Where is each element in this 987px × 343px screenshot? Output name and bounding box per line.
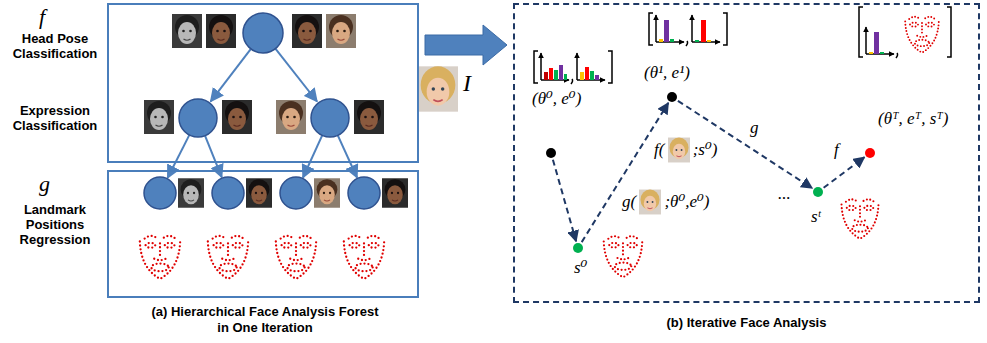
edge-label: g( ;θ⁰,e⁰) — [622, 190, 710, 214]
shape-dot: sᵗ — [813, 187, 823, 197]
state-label: (θ⁰, e⁰) — [532, 88, 581, 110]
block-arrow — [425, 25, 507, 65]
panel-caption: (a) Hierarchical Face Analysis Forest in… — [145, 304, 385, 336]
tree-node — [144, 13, 380, 209]
tree-branch — [168, 49, 357, 178]
state-label: sᵗ — [811, 206, 820, 228]
function-symbol: g — [39, 172, 50, 196]
stage-label: Head Pose Classification — [5, 31, 105, 61]
dashed-arrow — [824, 157, 865, 188]
dashed-arrow — [553, 160, 576, 242]
state-label: (θᵀ, eᵀ, sᵀ) — [878, 108, 949, 130]
final-dot: (θᵀ, eᵀ, sᵀ) — [865, 148, 875, 158]
state-dot: (θ¹, e¹) — [667, 92, 677, 102]
state-label: s⁰ — [574, 257, 587, 279]
stage-label: Landmark Positions Regression — [5, 202, 105, 247]
histogram-vector — [534, 51, 612, 84]
iteration-panel: (b) Iterative Face Analysis(θ⁰, e⁰)s⁰(θ¹… — [513, 3, 980, 303]
tree-panel: fHead Pose ClassificationExpression Clas… — [107, 3, 419, 163]
edge-label: g — [750, 116, 759, 140]
stage-label: Expression Classification — [5, 103, 105, 133]
face-photo — [144, 14, 458, 208]
histogram-vector — [649, 13, 727, 46]
dashed-arrow — [582, 103, 669, 242]
shape-dot: s⁰ — [573, 243, 583, 253]
regression-panel: gLandmark Positions Regression(a) Hierar… — [107, 170, 419, 298]
panel-caption: (b) Iterative Face Analysis — [515, 315, 978, 331]
edge-label: f( ;s⁰) — [654, 138, 717, 162]
edge-label: f — [834, 138, 839, 162]
state-label: (θ¹, e¹) — [644, 62, 690, 84]
histogram-vector — [859, 7, 951, 58]
edge-label: I — [463, 70, 471, 96]
ellipsis-label: ... — [778, 182, 791, 206]
state-dot: (θ⁰, e⁰) — [546, 148, 556, 158]
landmark-shape — [140, 199, 879, 279]
function-symbol: f — [39, 5, 45, 29]
